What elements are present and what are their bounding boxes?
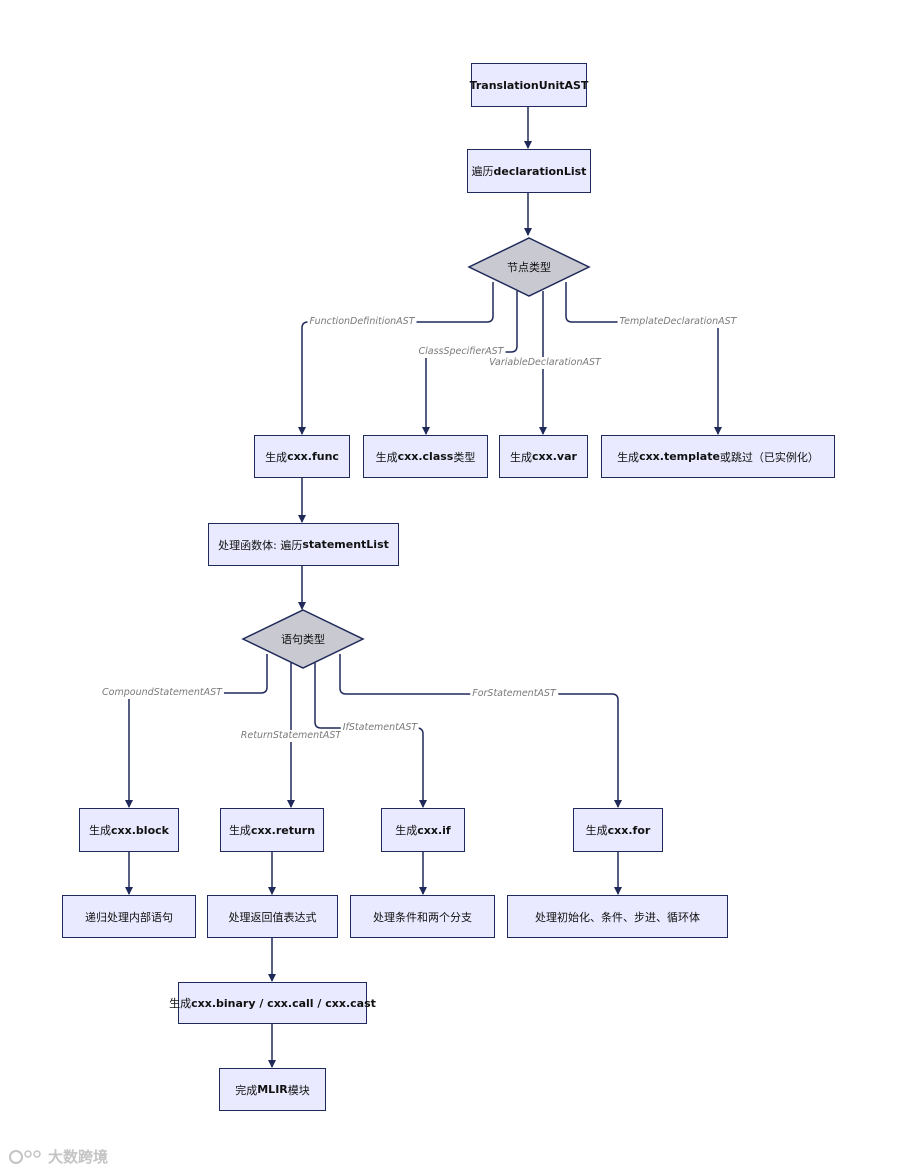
- node-gen-class: 生成 cxx.class 类型: [363, 435, 488, 478]
- node-gen-for: 生成 cxx.for: [573, 808, 663, 852]
- node-gen-block: 生成 cxx.block: [79, 808, 179, 852]
- node-gen-expression-ops: 生成 cxx.binary / cxx.call / cxx.cast: [169, 982, 376, 1024]
- node-process-return-expression: 处理返回值表达式: [207, 895, 338, 938]
- node-recursive-inner-statements: 递归处理内部语句: [62, 895, 196, 938]
- decision-stmt-type-label: 语句类型: [281, 633, 325, 646]
- edge-label-class-spec: ClassSpecifierAST: [416, 346, 506, 358]
- edge-label-variable-decl: VariableDeclarationAST: [487, 357, 603, 369]
- watermark-text: 大数跨境: [48, 1148, 109, 1166]
- edge-label-for-stmt: ForStatementAST: [470, 688, 558, 700]
- node-translation-unit: TranslationUnitAST: [470, 63, 588, 107]
- node-gen-var: 生成 cxx.var: [499, 435, 588, 478]
- decision-node-type-label: 节点类型: [507, 261, 551, 274]
- decision-stmt-type: [241, 609, 365, 669]
- edge-label-if-stmt: IfStatementAST: [340, 722, 420, 734]
- node-gen-if: 生成 cxx.if: [381, 808, 465, 852]
- edge-nodetype-to-func: [298, 282, 494, 435]
- node-process-condition-branches: 处理条件和两个分支: [350, 895, 495, 938]
- node-process-for-parts: 处理初始化、条件、步进、循环体: [507, 895, 728, 938]
- node-process-function-body: 处理函数体: 遍历 statementList: [208, 523, 399, 566]
- edge-label-compound-stmt: CompoundStatementAST: [100, 687, 224, 699]
- edge-label-function-def: FunctionDefinitionAST: [307, 316, 417, 328]
- edge-label-template-decl: TemplateDeclarationAST: [617, 316, 739, 328]
- node-traverse-declaration-list: 遍历 declarationList: [467, 149, 591, 193]
- watermark-logo-icon: [9, 1149, 41, 1164]
- watermark: 大数跨境: [8, 1146, 108, 1167]
- edge-label-return-stmt: ReturnStatementAST: [238, 730, 344, 742]
- node-gen-func: 生成 cxx.func: [254, 435, 350, 478]
- decision-node-type: [467, 237, 591, 297]
- node-gen-template: 生成 cxx.template 或跳过（已实例化）: [601, 435, 835, 478]
- node-complete-mlir-module: 完成 MLIR 模块: [219, 1068, 326, 1111]
- node-gen-return: 生成 cxx.return: [220, 808, 324, 852]
